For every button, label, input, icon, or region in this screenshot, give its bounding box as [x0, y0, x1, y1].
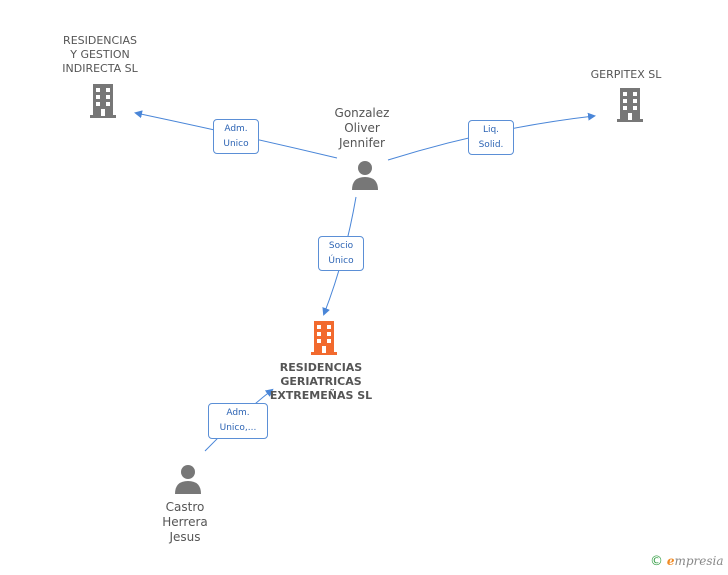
person-icon[interactable] [173, 464, 203, 494]
brand-logo: © empresia [650, 554, 724, 569]
brand-e: e [666, 554, 675, 568]
edge-label-adm-unico[interactable]: Adm. Unico [213, 119, 259, 154]
copyright-icon: © [650, 554, 663, 569]
building-icon[interactable] [309, 321, 339, 355]
building-icon[interactable] [88, 84, 118, 118]
node-label-gonzalez[interactable]: Gonzalez Oliver Jennifer [334, 106, 390, 150]
person-icon[interactable] [350, 160, 380, 190]
edge-label-adm-unico-2[interactable]: Adm. Unico,... [208, 403, 268, 439]
building-icon[interactable] [615, 88, 645, 122]
node-label-residencias-gestion[interactable]: RESIDENCIAS Y GESTION INDIRECTA SL [62, 34, 138, 75]
edge-label-liq-solid[interactable]: Liq. Solid. [468, 120, 514, 155]
node-label-castro[interactable]: Castro Herrera Jesus [162, 500, 208, 544]
brand-rest: mpresia [674, 554, 724, 568]
node-label-gerpitex[interactable]: GERPITEX SL [590, 68, 662, 81]
edge-label-socio-unico[interactable]: Socio Único [318, 236, 364, 271]
node-label-residencias-geriatricas[interactable]: RESIDENCIAS GERIATRICAS EXTREMEÑAS SL [269, 361, 373, 402]
